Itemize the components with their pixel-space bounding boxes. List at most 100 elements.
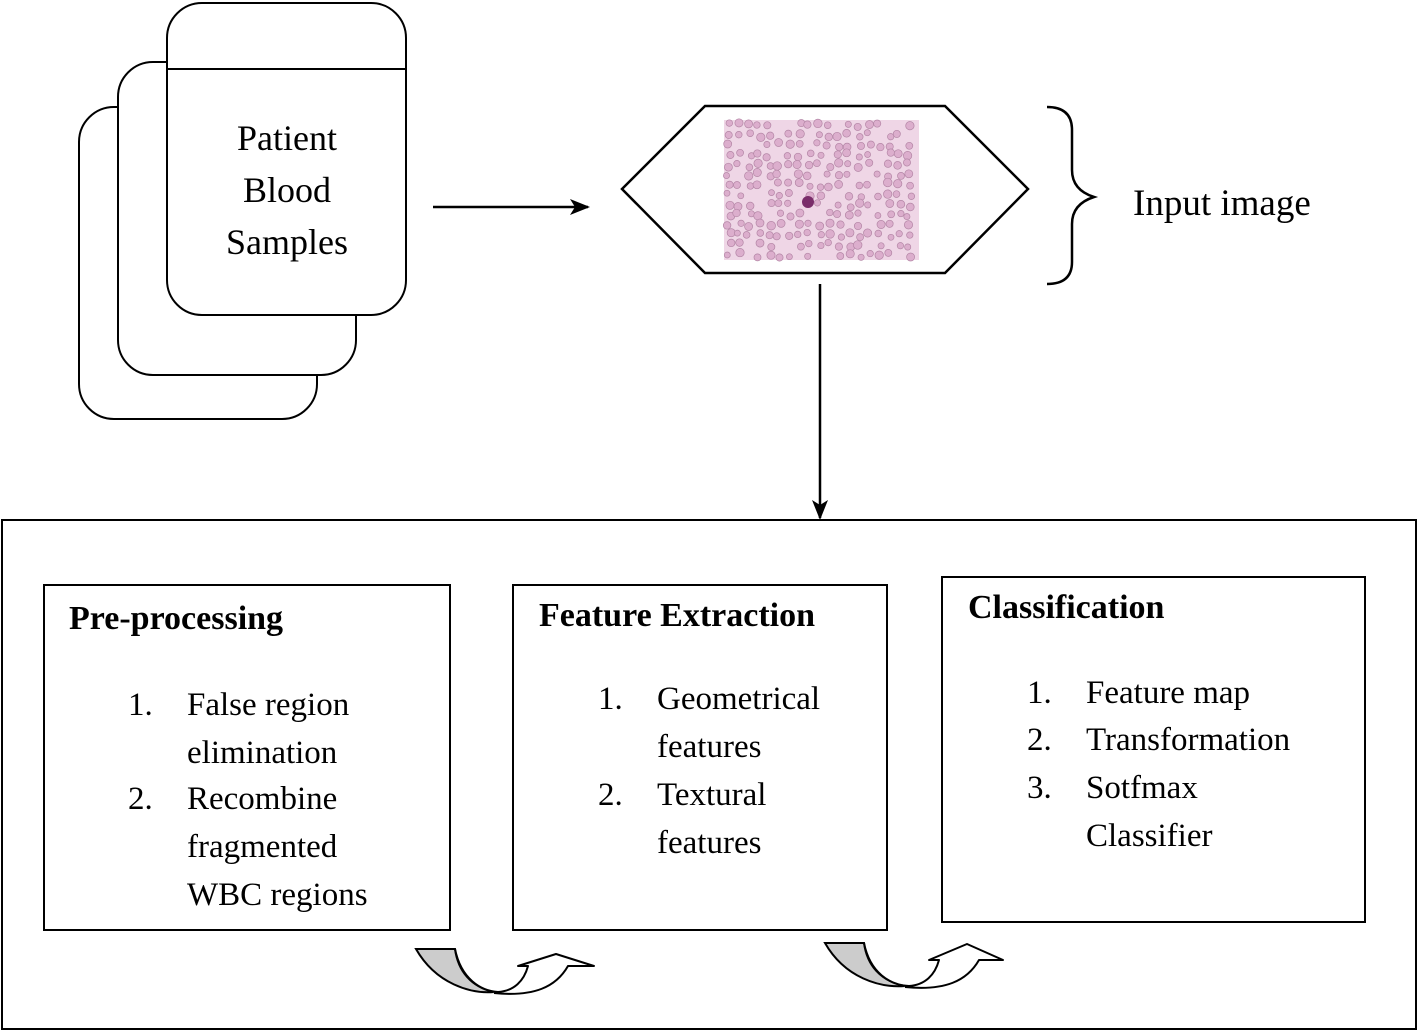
item-text-line: elimination bbox=[187, 735, 338, 771]
item-text-line: Classifier bbox=[1086, 818, 1213, 854]
red-blood-cell bbox=[892, 129, 901, 138]
red-blood-cell bbox=[735, 248, 745, 258]
item-number: 1. bbox=[598, 681, 623, 717]
red-blood-cell bbox=[736, 148, 744, 157]
red-blood-cell bbox=[804, 160, 814, 170]
red-blood-cell bbox=[863, 129, 871, 137]
red-blood-cell bbox=[723, 251, 731, 259]
red-blood-cell bbox=[832, 131, 842, 142]
item-number: 2. bbox=[1027, 722, 1052, 758]
red-blood-cell bbox=[843, 170, 851, 178]
red-blood-cell bbox=[833, 150, 842, 159]
red-blood-cell bbox=[904, 169, 914, 179]
red-blood-cell bbox=[897, 210, 905, 218]
red-blood-cell bbox=[725, 180, 734, 189]
item-number: 2. bbox=[128, 781, 153, 817]
red-blood-cell bbox=[802, 171, 812, 181]
red-blood-cell bbox=[722, 221, 732, 230]
red-blood-cell bbox=[817, 231, 825, 239]
red-blood-cell bbox=[873, 170, 881, 178]
red-blood-cell bbox=[905, 121, 915, 131]
red-blood-cell bbox=[905, 141, 914, 150]
red-blood-cell bbox=[766, 131, 775, 140]
red-blood-cell bbox=[726, 151, 735, 159]
red-blood-cell bbox=[897, 172, 905, 180]
red-blood-cell bbox=[752, 180, 762, 190]
stage-feature-extraction-title: Feature Extraction bbox=[539, 597, 816, 634]
red-blood-cell bbox=[815, 221, 825, 231]
red-blood-cell bbox=[836, 220, 845, 229]
red-blood-cell bbox=[892, 190, 901, 198]
red-blood-cell bbox=[856, 233, 864, 241]
item-text-line: False region bbox=[187, 687, 350, 723]
red-blood-cell bbox=[723, 189, 731, 197]
red-blood-cell bbox=[725, 200, 735, 210]
red-blood-cell bbox=[766, 250, 776, 260]
red-blood-cell bbox=[856, 133, 864, 141]
red-blood-cell bbox=[766, 221, 776, 231]
red-blood-cell bbox=[724, 131, 733, 139]
red-blood-cell bbox=[842, 148, 851, 158]
red-blood-cell bbox=[816, 183, 825, 191]
item-text-line: Transformation bbox=[1086, 722, 1291, 758]
red-blood-cell bbox=[744, 171, 754, 181]
red-blood-cell bbox=[735, 238, 744, 247]
red-blood-cell bbox=[784, 178, 793, 187]
red-blood-cell bbox=[844, 120, 852, 128]
red-blood-cell bbox=[822, 141, 831, 150]
red-blood-cell bbox=[784, 189, 793, 197]
item-text-line: Recombine bbox=[187, 781, 338, 817]
red-blood-cell bbox=[813, 139, 821, 147]
red-blood-cell bbox=[855, 181, 864, 190]
red-blood-cell bbox=[753, 158, 763, 168]
red-blood-cell bbox=[767, 242, 776, 251]
red-blood-cell bbox=[824, 238, 832, 247]
red-blood-cell bbox=[853, 221, 863, 231]
red-blood-cell bbox=[785, 139, 795, 149]
red-blood-cell bbox=[813, 199, 821, 207]
samples-label-line-2: Blood bbox=[242, 170, 331, 210]
item-text-line: WBC regions bbox=[187, 877, 368, 913]
red-blood-cell bbox=[792, 160, 802, 169]
red-blood-cell bbox=[786, 212, 795, 221]
red-blood-cell bbox=[885, 199, 895, 208]
red-blood-cell bbox=[906, 231, 914, 239]
red-blood-cell bbox=[813, 159, 821, 168]
red-blood-cell bbox=[746, 182, 755, 190]
red-blood-cell bbox=[774, 138, 783, 147]
red-blood-cell bbox=[734, 118, 744, 128]
red-blood-cell bbox=[903, 220, 914, 230]
red-blood-cell bbox=[906, 181, 914, 190]
red-blood-cell bbox=[853, 162, 863, 172]
red-blood-cell bbox=[834, 171, 844, 180]
red-blood-cell bbox=[806, 182, 814, 190]
red-blood-cell bbox=[863, 180, 871, 189]
red-blood-cell bbox=[837, 233, 845, 241]
red-blood-cell bbox=[767, 199, 776, 208]
red-blood-cell bbox=[752, 168, 762, 177]
red-blood-cell bbox=[866, 250, 874, 258]
red-blood-cell bbox=[883, 159, 893, 168]
item-text-line: Geometrical bbox=[657, 681, 821, 717]
red-blood-cell bbox=[784, 160, 793, 169]
red-blood-cell bbox=[756, 229, 765, 237]
red-blood-cell bbox=[745, 163, 754, 172]
red-blood-cell bbox=[732, 208, 741, 218]
red-blood-cell bbox=[804, 252, 812, 260]
red-blood-cell bbox=[833, 210, 842, 219]
red-blood-cell bbox=[773, 178, 782, 187]
red-blood-cell bbox=[735, 131, 743, 139]
pipeline-frame bbox=[1, 519, 1417, 1030]
item-text-line: Feature map bbox=[1086, 675, 1251, 711]
red-blood-cell bbox=[893, 179, 903, 189]
red-blood-cell bbox=[756, 132, 766, 142]
item-text-line: Textural bbox=[657, 777, 767, 813]
red-blood-cell bbox=[744, 222, 753, 231]
red-blood-cell bbox=[793, 169, 803, 179]
red-blood-cell bbox=[823, 121, 832, 129]
red-blood-cell bbox=[876, 220, 886, 229]
red-blood-cell bbox=[803, 228, 811, 237]
red-blood-cell bbox=[794, 219, 804, 229]
blood-smear-image bbox=[722, 118, 919, 262]
red-blood-cell bbox=[883, 189, 893, 199]
